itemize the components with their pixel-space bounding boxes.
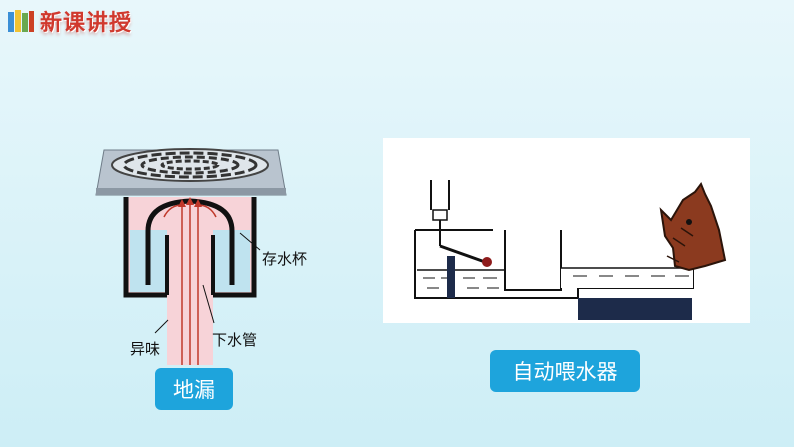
page-title: 新课讲授 — [40, 10, 133, 36]
odor-label: 异味 — [130, 340, 161, 358]
header: 新课讲授 — [6, 6, 132, 36]
books-icon — [6, 8, 36, 34]
pipe-label: 下水管 — [212, 331, 258, 349]
floor-drain-diagram: 存水杯 下水管 异味 — [90, 145, 340, 365]
floor-drain-caption: 地漏 — [155, 368, 233, 410]
water-feeder-caption: 自动喂水器 — [490, 350, 640, 392]
cup-label: 存水杯 — [262, 250, 308, 268]
water-feeder-diagram — [383, 138, 750, 323]
